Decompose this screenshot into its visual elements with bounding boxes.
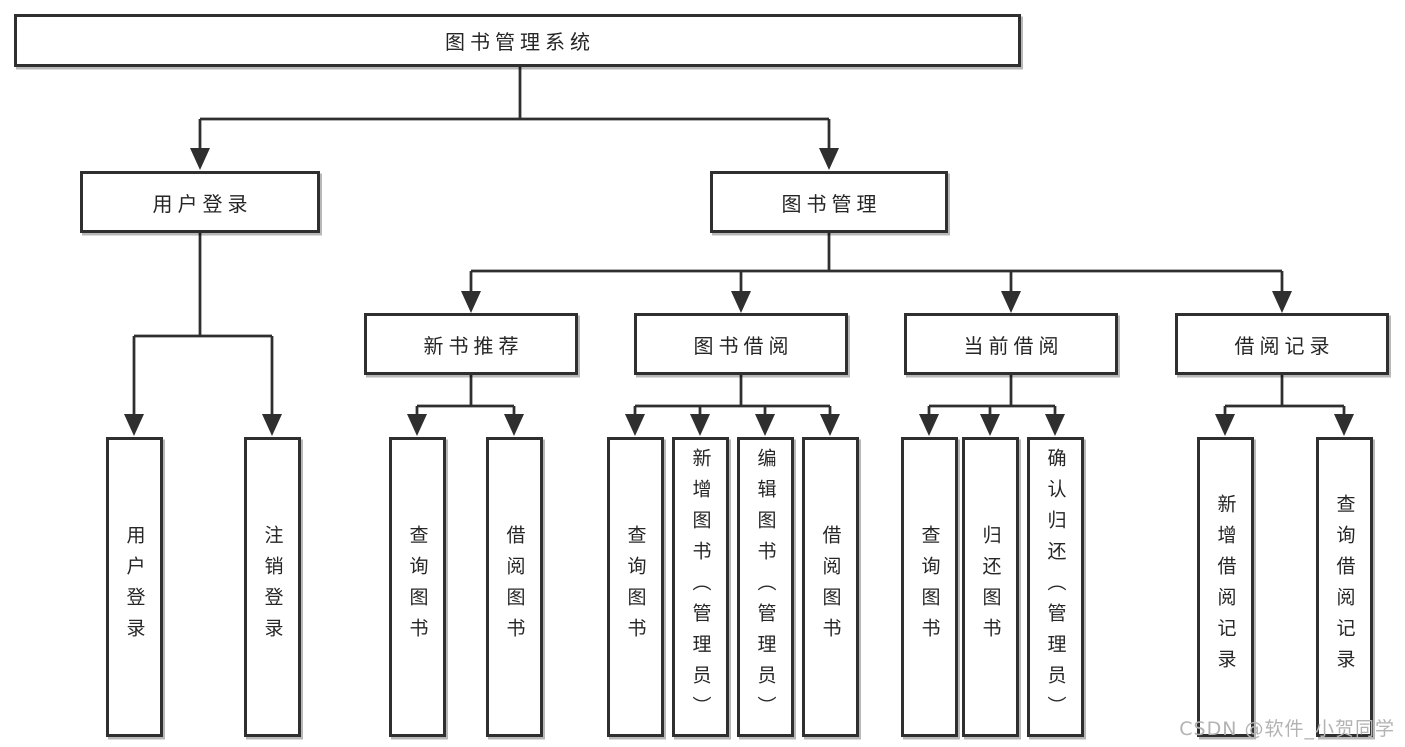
watermark: CSDN @软件_小贺同学 bbox=[1179, 718, 1395, 740]
arrowhead-icon bbox=[820, 414, 840, 436]
leaf-borrow-books: 借阅图书 bbox=[801, 437, 859, 737]
node-label: 借阅图书 bbox=[819, 525, 842, 649]
arrowhead-icon bbox=[1001, 291, 1021, 313]
arrowhead-icon bbox=[1272, 291, 1292, 313]
node-current-borrowing: 当前借阅 bbox=[904, 313, 1118, 375]
arrowhead-icon bbox=[262, 414, 282, 436]
arrowhead-icon bbox=[755, 414, 775, 436]
arrowhead-icon bbox=[461, 291, 481, 313]
node-label: 图书管理系统 bbox=[445, 30, 595, 54]
node-book-borrowing: 图书借阅 bbox=[634, 313, 848, 375]
node-borrowing-records: 借阅记录 bbox=[1175, 313, 1389, 375]
node-label: 图书管理 bbox=[781, 191, 882, 216]
arrowhead-icon bbox=[1045, 414, 1065, 436]
node-label: 归还图书 bbox=[979, 525, 1002, 649]
leaf-add-books-admin: 新增图书（管理员） bbox=[671, 437, 729, 737]
arrowhead-icon bbox=[124, 414, 144, 436]
arrowhead-icon bbox=[407, 414, 427, 436]
arrowhead-icon bbox=[819, 148, 839, 170]
node-label: 借阅记录 bbox=[1234, 333, 1335, 358]
node-label: 编辑图书（管理员） bbox=[754, 447, 777, 727]
node-label: 查询图书 bbox=[624, 525, 647, 649]
connector-new-book bbox=[415, 375, 516, 417]
leaf-query-books-current: 查询图书 bbox=[900, 437, 958, 737]
node-label: 用户登录 bbox=[152, 191, 253, 216]
leaf-query-borrow-record: 查询借阅记录 bbox=[1315, 437, 1373, 737]
arrowhead-icon bbox=[919, 414, 939, 436]
arrowhead-icon bbox=[504, 414, 524, 436]
node-label: 新增图书（管理员） bbox=[689, 447, 712, 727]
node-label: 用户登录 bbox=[123, 525, 146, 649]
arrowhead-icon bbox=[690, 414, 710, 436]
node-user-login: 用户登录 bbox=[80, 171, 320, 233]
node-library-management-system: 图书管理系统 bbox=[14, 14, 1021, 67]
leaf-confirm-return-admin: 确认归还（管理员） bbox=[1026, 437, 1084, 737]
connector-book-borrow bbox=[633, 375, 832, 417]
leaf-query-books-borrow: 查询图书 bbox=[606, 437, 664, 737]
node-label: 借阅图书 bbox=[503, 525, 526, 649]
leaf-return-books: 归还图书 bbox=[961, 437, 1019, 737]
arrowhead-icon bbox=[731, 291, 751, 313]
node-label: 查询借阅记录 bbox=[1333, 494, 1356, 680]
node-label: 新增借阅记录 bbox=[1214, 494, 1237, 680]
node-book-management: 图书管理 bbox=[710, 171, 948, 233]
connector-user-login bbox=[132, 233, 274, 416]
node-label: 图书借阅 bbox=[693, 333, 794, 358]
node-new-book-recommendation: 新书推荐 bbox=[364, 313, 578, 375]
leaf-logout: 注销登录 bbox=[243, 437, 301, 737]
node-label: 注销登录 bbox=[261, 525, 284, 649]
leaf-borrow-books-recommend: 借阅图书 bbox=[485, 437, 543, 737]
arrowhead-icon bbox=[190, 148, 210, 170]
node-label: 当前借阅 bbox=[963, 333, 1064, 358]
node-label: 新书推荐 bbox=[423, 333, 524, 358]
connector-book-management bbox=[469, 233, 1284, 292]
node-label: 确认归还（管理员） bbox=[1044, 447, 1067, 727]
arrowhead-icon bbox=[980, 414, 1000, 436]
leaf-edit-books-admin: 编辑图书（管理员） bbox=[736, 437, 794, 737]
arrowhead-icon bbox=[1334, 414, 1354, 436]
leaf-user-login: 用户登录 bbox=[105, 437, 163, 737]
connector-borrow-records bbox=[1223, 375, 1346, 417]
connector-root bbox=[198, 67, 831, 150]
connector-current-borrow bbox=[927, 375, 1057, 417]
arrowhead-icon bbox=[625, 414, 645, 436]
node-label: 查询图书 bbox=[918, 525, 941, 649]
leaf-query-books-recommend: 查询图书 bbox=[388, 437, 446, 737]
arrowhead-icon bbox=[1215, 414, 1235, 436]
node-label: 查询图书 bbox=[406, 525, 429, 649]
leaf-add-borrow-record: 新增借阅记录 bbox=[1196, 437, 1254, 737]
